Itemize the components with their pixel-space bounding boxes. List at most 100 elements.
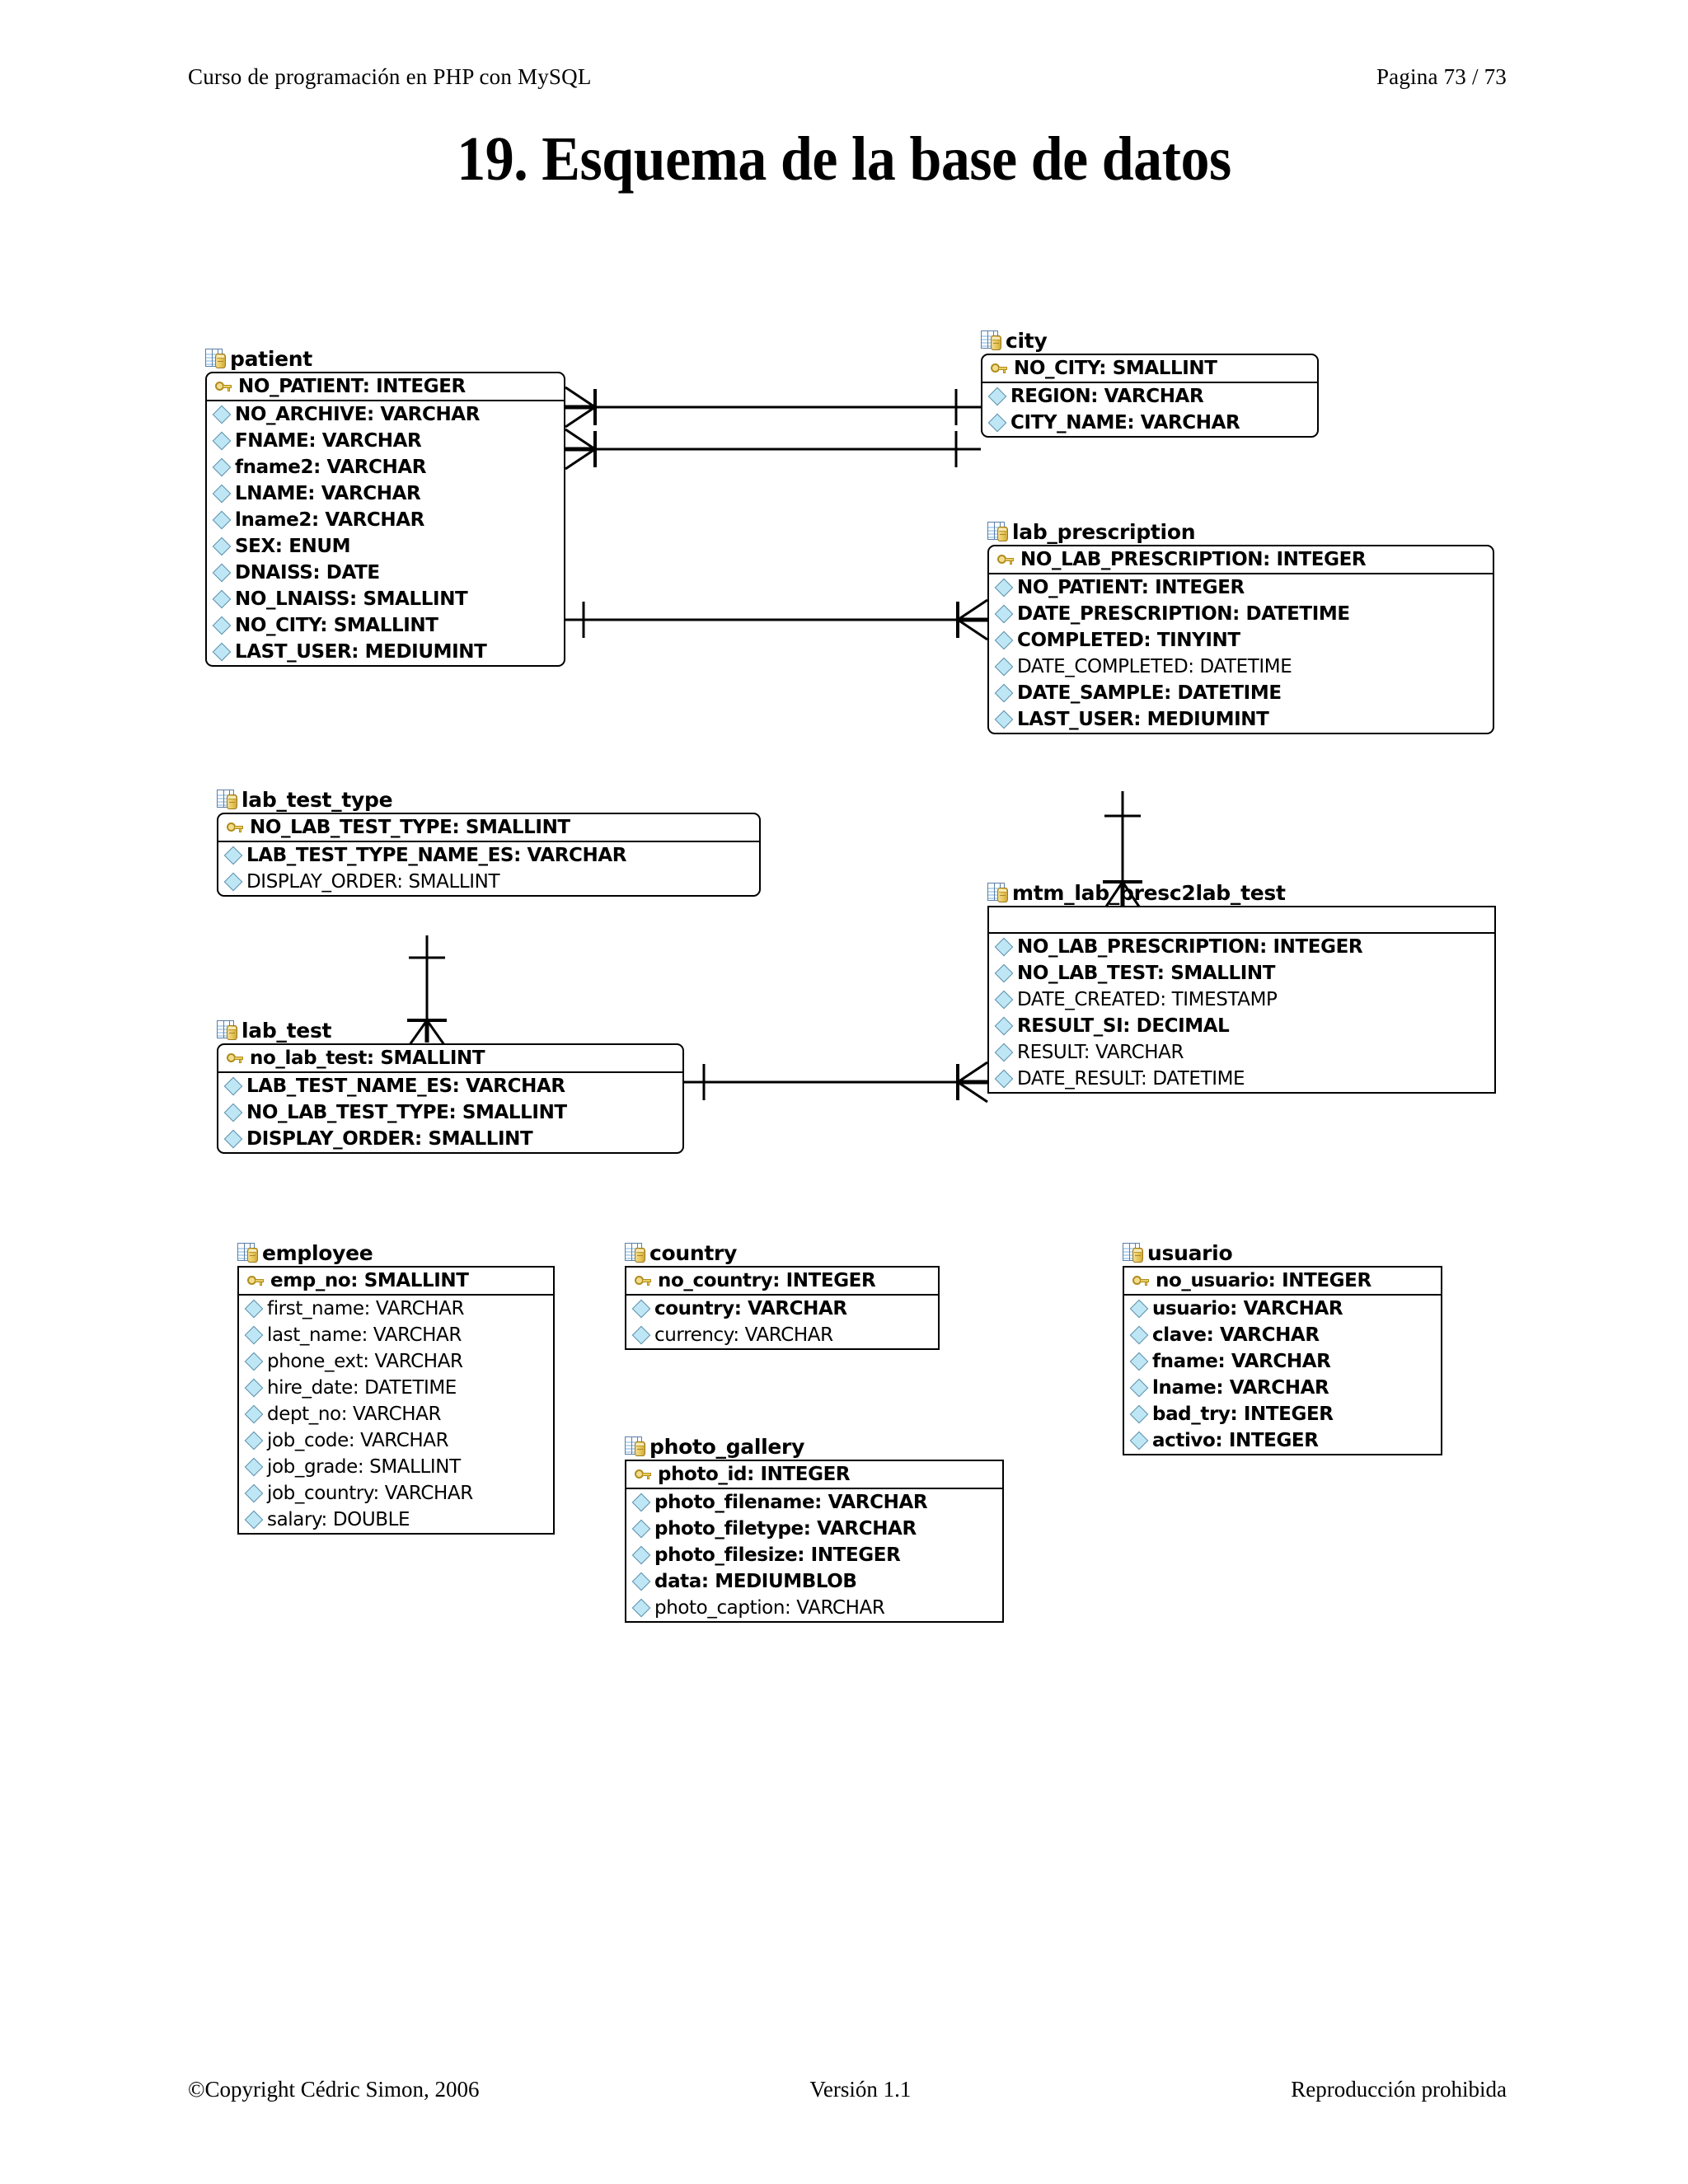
attribute-row[interactable]: fname: VARCHAR [1124, 1348, 1441, 1375]
attribute-row[interactable]: fname2: VARCHAR [207, 454, 564, 480]
attribute-row[interactable]: LAB_TEST_TYPE_NAME_ES: VARCHAR [218, 842, 759, 869]
pk-row[interactable]: no_usuario: INTEGER [1124, 1268, 1441, 1294]
attribute-row[interactable]: first_name: VARCHAR [239, 1296, 553, 1322]
attribute-section: first_name: VARCHAR last_name: VARCHAR p… [239, 1296, 553, 1533]
entity-lab-prescription[interactable]: lab_prescription NO_LAB_PRESCRIPTION: IN… [987, 519, 1494, 734]
attribute-label: NO_PATIENT: INTEGER [1017, 576, 1245, 598]
attribute-row[interactable]: NO_LAB_TEST: SMALLINT [989, 960, 1494, 987]
attribute-row[interactable]: currency: VARCHAR [626, 1322, 938, 1348]
attribute-row[interactable]: clave: VARCHAR [1124, 1322, 1441, 1348]
diamond-icon [1129, 1378, 1149, 1398]
entity-employee[interactable]: employee emp_no: SMALLINT first_name: VA… [237, 1240, 555, 1535]
attribute-row[interactable]: phone_ext: VARCHAR [239, 1348, 553, 1375]
attribute-row[interactable]: LAST_USER: MEDIUMINT [989, 706, 1493, 733]
attribute-row[interactable]: dept_no: VARCHAR [239, 1401, 553, 1427]
pk-row[interactable]: photo_id: INTEGER [626, 1461, 1002, 1488]
pk-row[interactable]: emp_no: SMALLINT [239, 1268, 553, 1294]
pk-label: NO_PATIENT: INTEGER [238, 375, 466, 397]
table-icon [217, 1019, 238, 1041]
key-icon [227, 819, 243, 836]
page-header: Curso de programación en PHP con MySQL P… [188, 64, 1507, 90]
attribute-label: salary: DOUBLE [267, 1508, 410, 1530]
entity-photo-gallery[interactable]: photo_gallery photo_id: INTEGER photo_fi… [625, 1434, 1004, 1623]
entity-usuario[interactable]: usuario no_usuario: INTEGER usuario: VAR… [1123, 1240, 1442, 1455]
primary-key-section: NO_LAB_PRESCRIPTION: INTEGER [989, 546, 1493, 574]
attribute-row[interactable]: job_country: VARCHAR [239, 1480, 553, 1507]
attribute-row[interactable]: DATE_CREATED: TIMESTAMP [989, 987, 1494, 1013]
pk-label: no_usuario: INTEGER [1156, 1269, 1372, 1291]
pk-row[interactable]: NO_CITY: SMALLINT [982, 355, 1317, 382]
attribute-row[interactable]: data: MEDIUMBLOB [626, 1568, 1002, 1595]
attribute-row[interactable]: LAST_USER: MEDIUMINT [207, 639, 564, 665]
attribute-row[interactable]: photo_filetype: VARCHAR [626, 1516, 1002, 1542]
attribute-label: SEX: ENUM [235, 535, 351, 557]
attribute-row[interactable]: LAB_TEST_NAME_ES: VARCHAR [218, 1073, 682, 1099]
attribute-label: lname: VARCHAR [1152, 1376, 1329, 1399]
pk-row[interactable]: NO_LAB_PRESCRIPTION: INTEGER [989, 546, 1493, 573]
attribute-section: LAB_TEST_NAME_ES: VARCHAR NO_LAB_TEST_TY… [218, 1073, 682, 1152]
attribute-row[interactable]: job_grade: SMALLINT [239, 1454, 553, 1480]
attribute-row[interactable]: REGION: VARCHAR [982, 383, 1317, 410]
attribute-row[interactable]: RESULT_SI: DECIMAL [989, 1013, 1494, 1039]
attribute-row[interactable]: NO_LAB_TEST_TYPE: SMALLINT [218, 1099, 682, 1126]
entity-mtm-lab-presc2lab-test[interactable]: mtm_lab_presc2lab_test NO_LAB_PRESCRIPTI… [987, 880, 1496, 1094]
attribute-row[interactable]: bad_try: INTEGER [1124, 1401, 1441, 1427]
primary-key-section: NO_CITY: SMALLINT [982, 355, 1317, 383]
attribute-row[interactable]: NO_LNAISS: SMALLINT [207, 586, 564, 612]
entity-body: NO_PATIENT: INTEGER NO_ARCHIVE: VARCHAR … [205, 372, 565, 667]
attribute-row[interactable]: photo_caption: VARCHAR [626, 1595, 1002, 1621]
attribute-row[interactable]: hire_date: DATETIME [239, 1375, 553, 1401]
diamond-icon [631, 1545, 651, 1565]
attribute-row[interactable]: DISPLAY_ORDER: SMALLINT [218, 1126, 682, 1152]
primary-key-section: no_country: INTEGER [626, 1268, 938, 1296]
attribute-row[interactable]: last_name: VARCHAR [239, 1322, 553, 1348]
diamond-icon [631, 1493, 651, 1512]
pk-row[interactable]: NO_PATIENT: INTEGER [207, 373, 564, 400]
entity-name: employee [262, 1240, 373, 1265]
table-icon [981, 330, 1002, 351]
footer-rights: Reproducción prohibida [1291, 2077, 1507, 2102]
attribute-row[interactable]: LNAME: VARCHAR [207, 480, 564, 507]
attribute-row[interactable]: DATE_COMPLETED: DATETIME [989, 654, 1493, 680]
attribute-label: DISPLAY_ORDER: SMALLINT [246, 1127, 533, 1150]
attribute-row[interactable]: SEX: ENUM [207, 533, 564, 560]
attribute-row[interactable]: activo: INTEGER [1124, 1427, 1441, 1454]
attribute-row[interactable]: NO_LAB_PRESCRIPTION: INTEGER [989, 934, 1494, 960]
diamond-icon [631, 1325, 651, 1345]
attribute-row[interactable]: CITY_NAME: VARCHAR [982, 410, 1317, 436]
attribute-row[interactable]: DATE_PRESCRIPTION: DATETIME [989, 601, 1493, 627]
attribute-row[interactable]: country: VARCHAR [626, 1296, 938, 1322]
diamond-icon [212, 642, 232, 662]
attribute-label: job_country: VARCHAR [267, 1482, 473, 1504]
attribute-row[interactable]: job_code: VARCHAR [239, 1427, 553, 1454]
attribute-row[interactable]: FNAME: VARCHAR [207, 428, 564, 454]
entity-patient[interactable]: patient NO_PATIENT: INTEGER NO_ARCHIVE: … [205, 346, 565, 667]
entity-lab-test-type[interactable]: lab_test_type NO_LAB_TEST_TYPE: SMALLINT… [217, 787, 761, 897]
attribute-row[interactable]: NO_PATIENT: INTEGER [989, 574, 1493, 601]
attribute-row[interactable]: usuario: VARCHAR [1124, 1296, 1441, 1322]
entity-country[interactable]: country no_country: INTEGER country: VAR… [625, 1240, 940, 1350]
table-icon [1123, 1242, 1144, 1263]
attribute-row[interactable]: NO_CITY: SMALLINT [207, 612, 564, 639]
entity-city[interactable]: city NO_CITY: SMALLINT REGION: VARCHAR C… [981, 328, 1319, 438]
attribute-row[interactable]: DATE_RESULT: DATETIME [989, 1066, 1494, 1092]
pk-row[interactable]: no_country: INTEGER [626, 1268, 938, 1294]
entity-lab-test[interactable]: lab_test no_lab_test: SMALLINT LAB_TEST_… [217, 1018, 684, 1154]
attribute-row[interactable]: RESULT: VARCHAR [989, 1039, 1494, 1066]
attribute-row[interactable]: salary: DOUBLE [239, 1507, 553, 1533]
attribute-row[interactable]: COMPLETED: TINYINT [989, 627, 1493, 654]
pk-row[interactable]: NO_LAB_TEST_TYPE: SMALLINT [218, 814, 759, 841]
attribute-row[interactable]: NO_ARCHIVE: VARCHAR [207, 401, 564, 428]
attribute-row[interactable]: photo_filesize: INTEGER [626, 1542, 1002, 1568]
entity-header-lab-test-type: lab_test_type [217, 787, 761, 812]
attribute-row[interactable]: DATE_SAMPLE: DATETIME [989, 680, 1493, 706]
entity-name: usuario [1147, 1240, 1233, 1265]
attribute-row[interactable]: photo_filename: VARCHAR [626, 1489, 1002, 1516]
attribute-row[interactable]: lname2: VARCHAR [207, 507, 564, 533]
pk-row[interactable]: no_lab_test: SMALLINT [218, 1045, 682, 1071]
attribute-row[interactable]: DNAISS: DATE [207, 560, 564, 586]
attribute-label: DISPLAY_ORDER: SMALLINT [246, 870, 500, 893]
entity-body: NO_LAB_TEST_TYPE: SMALLINT LAB_TEST_TYPE… [217, 813, 761, 897]
attribute-row[interactable]: DISPLAY_ORDER: SMALLINT [218, 869, 759, 895]
attribute-row[interactable]: lname: VARCHAR [1124, 1375, 1441, 1401]
